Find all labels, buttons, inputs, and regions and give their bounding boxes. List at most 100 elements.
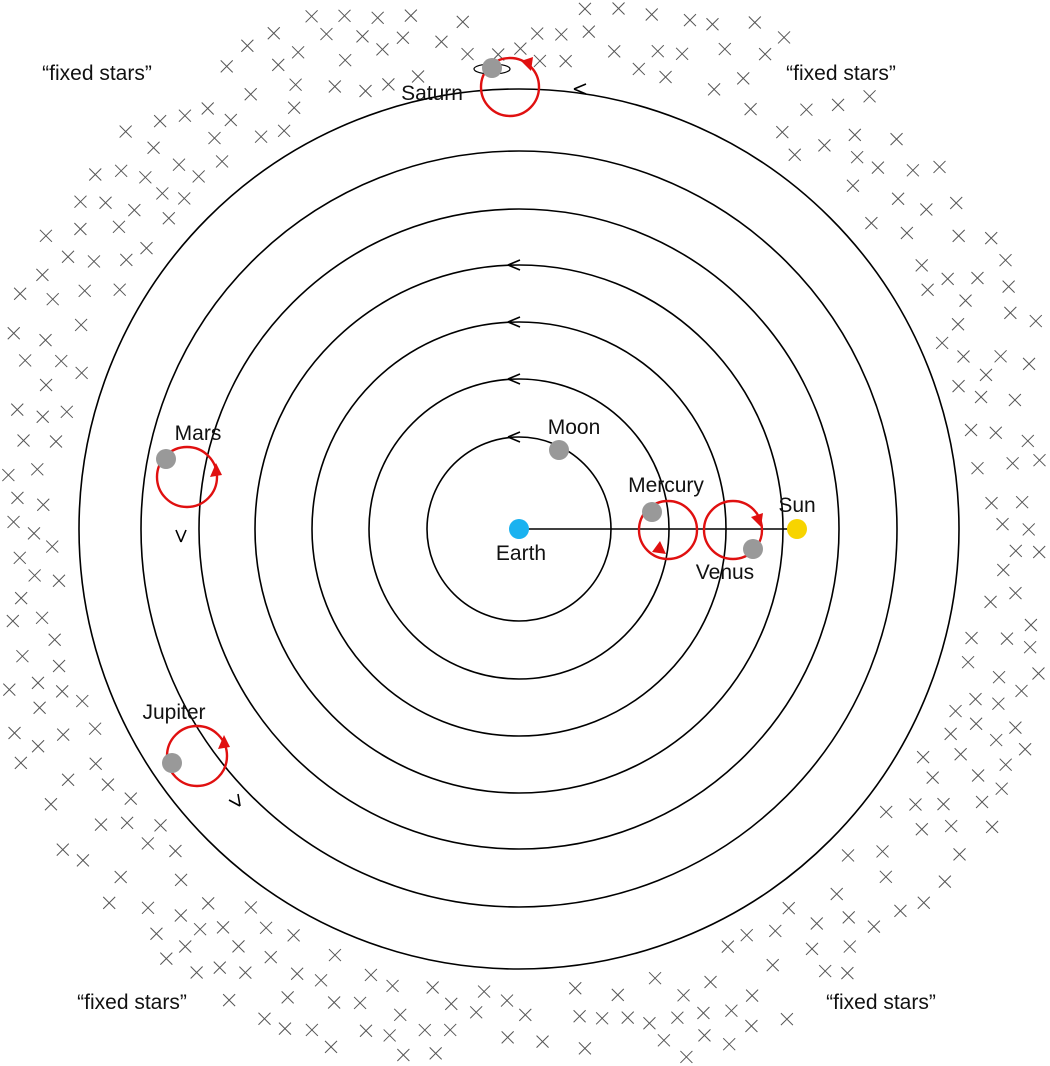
mars-orbit bbox=[198, 208, 840, 850]
fixed-star-mark bbox=[992, 697, 1005, 711]
fixed-star-mark bbox=[119, 253, 133, 267]
fixed-star-mark bbox=[56, 843, 70, 856]
fixed-star-mark bbox=[397, 1048, 410, 1062]
fixed-star-mark bbox=[31, 676, 45, 690]
fixed-star-mark bbox=[429, 1047, 443, 1060]
jupiter-orbit bbox=[140, 150, 898, 908]
mercury-epicycle-arrow bbox=[652, 541, 666, 554]
fixed-star-mark bbox=[810, 917, 824, 930]
fixed-star-mark bbox=[651, 44, 665, 58]
fixed-star-mark bbox=[1, 468, 15, 482]
fixed-star-mark bbox=[725, 1004, 738, 1018]
fixed-star-mark bbox=[291, 45, 305, 59]
fixed-star-mark bbox=[573, 1009, 586, 1023]
fixed-star-mark bbox=[944, 819, 958, 833]
fixed-star-mark bbox=[88, 168, 102, 181]
fixed-star-mark bbox=[850, 150, 864, 164]
fixed-star-mark bbox=[220, 60, 234, 73]
fixed-star-mark bbox=[919, 203, 933, 216]
fixed-star-mark bbox=[31, 739, 45, 753]
fixed-star-mark bbox=[33, 701, 46, 715]
fixed-star-mark bbox=[944, 727, 958, 741]
fixed-star-mark bbox=[984, 595, 997, 609]
fixed-star-mark bbox=[969, 692, 982, 706]
fixed-star-mark bbox=[44, 797, 58, 811]
fixed-star-mark bbox=[114, 164, 128, 178]
fixed-star-mark bbox=[894, 904, 907, 918]
fixed-star-mark bbox=[607, 45, 621, 58]
fixed-star-mark bbox=[305, 1023, 319, 1037]
fixed-star-mark bbox=[697, 1006, 710, 1020]
fixed-star-mark bbox=[632, 62, 646, 76]
fixed-star-mark bbox=[1003, 306, 1017, 320]
fixed-star-mark bbox=[680, 1050, 693, 1064]
fixed-star-mark bbox=[995, 782, 1009, 796]
fixed-star-mark bbox=[314, 973, 328, 987]
fixed-star-mark bbox=[18, 354, 32, 367]
fixed-star-mark bbox=[75, 366, 88, 380]
saturn-planet bbox=[482, 58, 502, 78]
fixed-star-mark bbox=[1018, 742, 1032, 756]
fixed-star-mark bbox=[906, 163, 920, 177]
venus-orbit-arrow bbox=[507, 316, 521, 328]
fixed-star-mark bbox=[162, 211, 176, 225]
fixed-star-mark bbox=[55, 684, 69, 698]
fixed-star-mark bbox=[277, 124, 291, 138]
fixed-star-mark bbox=[124, 792, 138, 805]
fixed-star-mark bbox=[533, 54, 547, 68]
fixed-star-mark bbox=[830, 887, 844, 901]
fixed-star-mark bbox=[36, 498, 50, 512]
mercury-orbit-arrow bbox=[507, 373, 521, 385]
fixed-star-mark bbox=[1022, 523, 1036, 536]
sun-label: Sun bbox=[778, 494, 815, 517]
fixed-star-mark bbox=[941, 272, 955, 286]
fixed-star-mark bbox=[1009, 721, 1022, 735]
fixed-star-mark bbox=[722, 1037, 736, 1051]
fixed-star-mark bbox=[244, 901, 258, 914]
fixed-star-mark bbox=[554, 28, 568, 41]
fixed-star-mark bbox=[959, 294, 972, 307]
fixed-star-mark bbox=[267, 26, 281, 40]
fixed-star-mark bbox=[846, 179, 860, 193]
fixed-star-mark bbox=[805, 942, 819, 956]
fixed-star-mark bbox=[965, 631, 978, 645]
fixed-star-mark bbox=[7, 515, 20, 529]
fixed-star-mark bbox=[232, 940, 245, 953]
fixed-star-mark bbox=[935, 336, 949, 350]
fixed-star-mark bbox=[1032, 667, 1045, 680]
fixed-star-mark bbox=[595, 1011, 609, 1025]
fixed-star-mark bbox=[178, 109, 192, 123]
fixed-star-mark bbox=[356, 30, 369, 43]
fixed-star-mark bbox=[382, 78, 395, 91]
fixed-star-mark bbox=[766, 958, 780, 972]
fixed-star-mark bbox=[461, 47, 474, 61]
fixed-star-mark bbox=[320, 27, 333, 41]
fixed-star-mark bbox=[659, 70, 672, 84]
fixed-star-mark bbox=[841, 849, 855, 862]
fixed-star-mark bbox=[396, 31, 410, 45]
fixed-star-mark bbox=[376, 43, 389, 56]
fixed-star-mark bbox=[87, 255, 101, 268]
fixed-star-mark bbox=[974, 390, 988, 404]
fixed-star-mark bbox=[443, 1023, 457, 1037]
fixed-star-mark bbox=[264, 950, 278, 964]
fixed-star-mark bbox=[909, 798, 922, 811]
fixed-star-mark bbox=[865, 216, 878, 230]
fixed-star-mark bbox=[957, 350, 970, 363]
fixed-star-mark bbox=[938, 875, 952, 888]
fixed-star-mark bbox=[992, 670, 1006, 684]
fixed-star-mark bbox=[154, 819, 167, 832]
fixed-star-mark bbox=[88, 722, 102, 736]
fixed-star-mark bbox=[56, 728, 70, 741]
fixed-star-mark bbox=[788, 148, 802, 162]
fixed-star-mark bbox=[1022, 357, 1036, 371]
fixed-star-mark bbox=[190, 966, 203, 979]
fixed-star-mark bbox=[900, 226, 914, 240]
fixed-star-mark bbox=[871, 161, 885, 174]
fixed-star-mark bbox=[611, 988, 625, 1002]
fixed-star-mark bbox=[327, 996, 341, 1009]
fixed-star-mark bbox=[954, 747, 967, 761]
fixed-star-mark bbox=[2, 683, 16, 696]
